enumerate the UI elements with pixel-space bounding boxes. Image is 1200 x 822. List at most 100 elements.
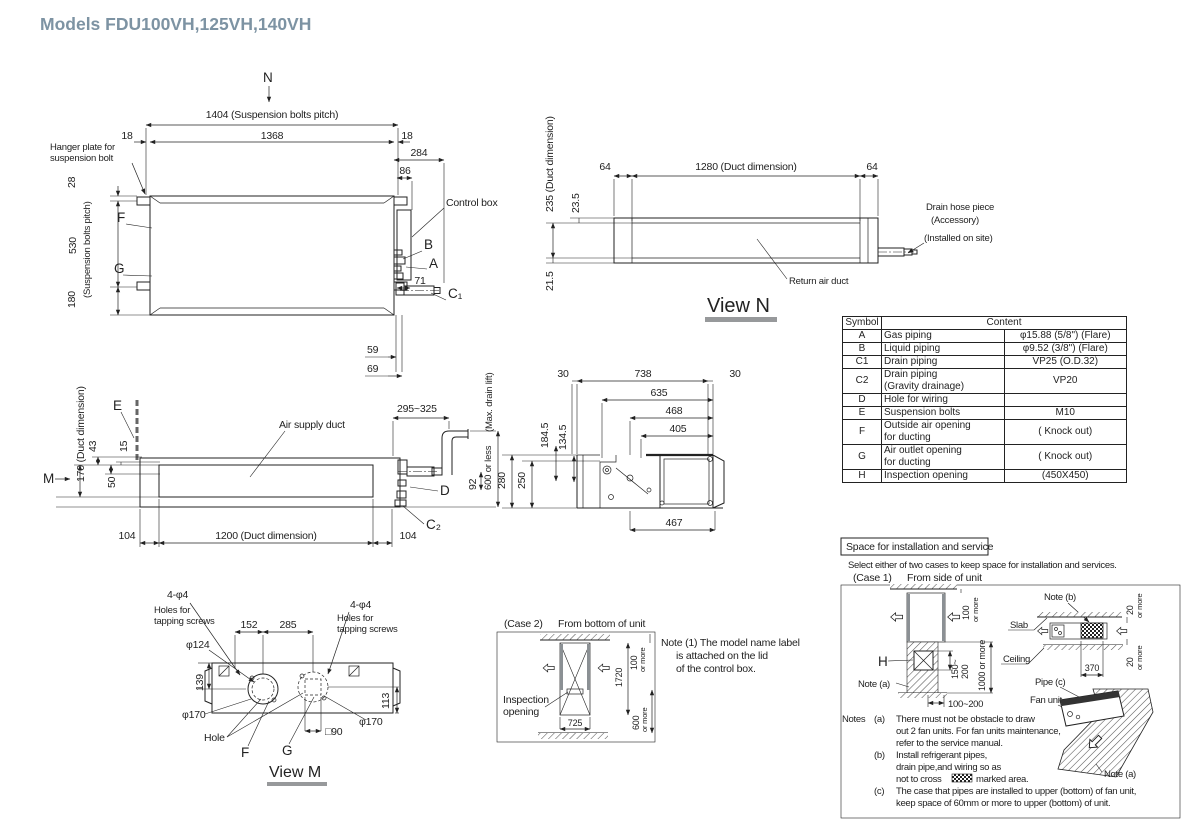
dim-280: 280: [496, 472, 508, 489]
drain-hose-label-3: (Installed on site): [924, 233, 993, 244]
case1-label: (Case 1): [853, 572, 892, 584]
section-title-box: [840, 537, 989, 556]
dim-100-or-more-note: or more: [638, 648, 647, 672]
view-m-underline: [267, 782, 327, 786]
unit-bottom-outline: [211, 662, 394, 714]
drain-socket: [395, 282, 405, 296]
dim-235: 235 (Duct dimension): [544, 116, 556, 212]
case2-subtitle: From bottom of unit: [558, 618, 646, 630]
airflow-arrow-icon: [1116, 627, 1128, 635]
value-cell: M10: [1003, 406, 1127, 420]
note-a-line3: refer to the service manual.: [896, 738, 1003, 749]
unit-side-outline: [613, 217, 879, 264]
dim-467: 467: [666, 517, 683, 529]
symbol-cell: A: [842, 329, 882, 343]
unit-outline: [149, 195, 395, 316]
tapping-holes-right-3: tapping screws: [337, 624, 398, 635]
return-air-duct-label: Return air duct: [789, 276, 849, 287]
dim-sq90: □90: [325, 726, 343, 738]
name-cell: Outside air opening for ducting: [881, 419, 1005, 445]
hole-f-inner: [251, 677, 275, 701]
dim-86: 86: [399, 165, 411, 177]
tapping-holes-left-2: Holes for: [154, 605, 190, 616]
air-supply-duct-opening: [158, 464, 374, 498]
dim-100-or-more-note: or more: [971, 598, 980, 622]
dim-104-left: 104: [119, 530, 136, 542]
dim-18-left: 18: [121, 130, 133, 142]
dim-92: 92: [467, 478, 479, 490]
value-cell: φ9.52 (3/8") (Flare): [1003, 342, 1127, 356]
case1-subtitle: From side of unit: [907, 572, 982, 584]
dim-600-or-more-note: or more: [640, 708, 649, 732]
dim-184-5: 184.5: [539, 422, 551, 448]
symbol-f-label: F: [241, 745, 249, 760]
symbol-cell: F: [842, 419, 882, 445]
pipe-c-label: Pipe (c): [1035, 677, 1065, 688]
tapping-holes-left-1: 4-φ4: [167, 589, 189, 601]
dim-725: 725: [568, 718, 583, 728]
unit-symbol: [1049, 622, 1108, 640]
tapping-holes-right-1: 4-φ4: [350, 599, 372, 611]
hanger-label-2: suspension bolt: [50, 153, 114, 164]
symbol-d-label: D: [440, 483, 450, 498]
slab-label: Slab: [1010, 620, 1028, 631]
hole-g-outer: [297, 671, 329, 703]
value-cell: (450X450): [1003, 469, 1127, 483]
case1-frame: [840, 584, 1181, 819]
table-header-row: Symbol Content: [842, 316, 1127, 330]
drain-hose-label-2: (Accessory): [931, 215, 979, 226]
airflow-arrow-icon: [890, 612, 903, 622]
tapping-holes-left-3: tapping screws: [154, 616, 215, 627]
fan-unit-label: Fan unit: [1030, 695, 1063, 706]
dim-370: 370: [1085, 663, 1100, 673]
note-a-ref-sketch: Note (a): [1104, 769, 1136, 780]
note1-line3: of the control box.: [676, 663, 756, 675]
dim-468: 468: [666, 405, 683, 417]
symbol-header: Symbol: [842, 316, 882, 330]
max-drain-lift-note: (Max. drain lift): [484, 373, 495, 432]
note-1: Note (1) The model name label is attache…: [661, 637, 800, 675]
dim-139: 139: [194, 674, 206, 691]
hanger-plate: [136, 196, 151, 206]
dim-20-bottom-note: or more: [1135, 646, 1144, 670]
symbol-e-label: E: [113, 398, 122, 413]
dim-20-top-note: or more: [1135, 594, 1144, 618]
dim-21-5: 21.5: [544, 271, 556, 291]
dim-71: 71: [414, 275, 426, 287]
dim-18-right: 18: [401, 130, 413, 142]
name-cell: Liquid piping: [881, 342, 1005, 356]
dim-113: 113: [380, 693, 392, 709]
dim-64-left: 64: [599, 161, 611, 173]
drain-hose-label-1: Drain hose piece: [926, 202, 994, 213]
inspection-opening-label-1: Inspection: [503, 694, 549, 706]
case2-label: (Case 2): [504, 618, 543, 630]
symbol-g-label: G: [114, 261, 125, 276]
value-cell: ( Knock out): [1003, 419, 1127, 445]
dim-100-or-more: 100: [629, 655, 639, 670]
symbol-cell: E: [842, 406, 882, 420]
dia-124-label: φ124: [186, 639, 210, 651]
airflow-arrow-icon: [1037, 627, 1049, 635]
dim-530-note: (Suspension bolts pitch): [82, 201, 93, 298]
install-service-section: Space for installation and service Selec…: [840, 537, 1181, 819]
symbol-g-label: G: [282, 743, 293, 758]
symbol-cell: H: [842, 469, 882, 483]
value-cell: φ15.88 (5/8") (Flare): [1003, 329, 1127, 343]
dim-28: 28: [66, 176, 78, 188]
note-b-ref: Note (b): [1044, 592, 1076, 603]
view-n-underline: [705, 317, 777, 322]
view-direction-n-label: N: [263, 70, 273, 85]
dim-635: 635: [651, 387, 668, 399]
dim-600-or-more: 600: [631, 715, 641, 730]
view-m-direction-label: M: [43, 471, 54, 486]
dim-285: 285: [280, 619, 297, 631]
symbol-f-label: F: [117, 210, 125, 225]
name-cell: Drain piping (Gravity drainage): [881, 368, 1005, 394]
hole-g-square: [304, 678, 322, 696]
hole-f-outer: [247, 673, 279, 705]
